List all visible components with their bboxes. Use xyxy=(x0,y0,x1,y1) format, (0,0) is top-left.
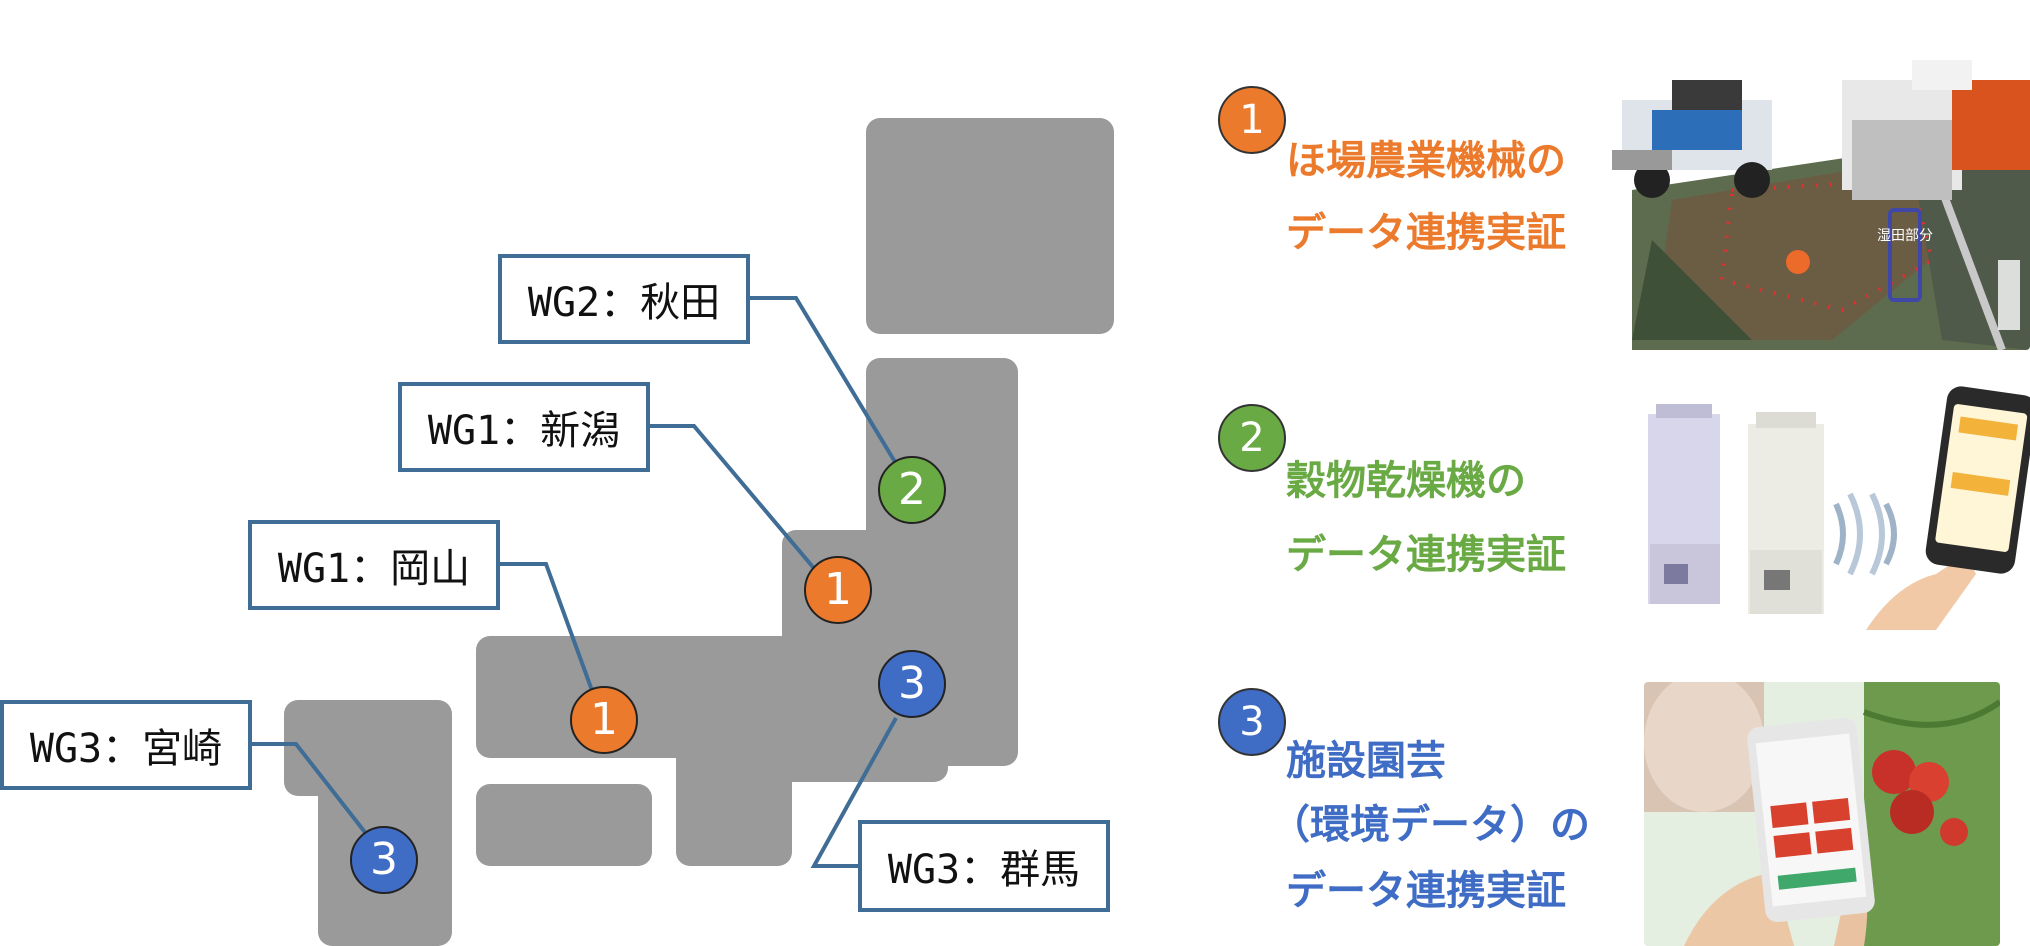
legend-2-line1: 穀物乾燥機の xyxy=(1286,458,1526,504)
land-chugoku xyxy=(476,636,806,758)
marker-niigata: 1 xyxy=(804,556,872,624)
leader-miyazaki xyxy=(250,742,384,856)
leader-akita xyxy=(746,296,914,492)
legend-2-badge: 2 xyxy=(1218,404,1286,472)
leader-okayama xyxy=(496,562,604,719)
label-gunma: WG3：群馬 xyxy=(858,820,1110,912)
legend-1-line1: ほ場農業機械の xyxy=(1286,138,1566,184)
legend-1-line2: データ連携実証 xyxy=(1286,210,1566,256)
land-shikoku xyxy=(476,784,652,866)
label-okayama: WG1：岡山 xyxy=(248,520,500,610)
marker-akita: 2 xyxy=(878,456,946,524)
marker-gunma: 3 xyxy=(878,650,946,718)
land-kii-peninsula xyxy=(676,740,792,866)
label-miyazaki: WG3：宮崎 xyxy=(0,700,252,790)
legend-2-line2: データ連携実証 xyxy=(1286,532,1566,578)
combine-harvester-photo: 湿田部分 xyxy=(1612,40,2030,350)
marker-okayama: 1 xyxy=(570,686,638,754)
land-hokkaido xyxy=(866,118,1114,334)
wet-field-overlay-label: 湿田部分 xyxy=(1877,228,1933,244)
tomato-greenhouse-photo xyxy=(1644,682,2000,946)
label-niigata: WG1：新潟 xyxy=(398,382,650,472)
label-akita: WG2：秋田 xyxy=(498,254,750,344)
leader-niigata xyxy=(646,424,836,594)
legend-1-badge: 1 xyxy=(1218,86,1286,154)
legend-3-line3: データ連携実証 xyxy=(1286,868,1566,914)
legend-3-line2: （環境データ）の xyxy=(1270,802,1590,848)
legend-3-line1: 施設園芸 xyxy=(1286,738,1446,784)
grain-dryer-photo xyxy=(1636,384,2030,630)
legend-3-badge: 3 xyxy=(1218,688,1286,756)
marker-miyazaki: 3 xyxy=(350,826,418,894)
leader-gunma xyxy=(810,717,898,868)
